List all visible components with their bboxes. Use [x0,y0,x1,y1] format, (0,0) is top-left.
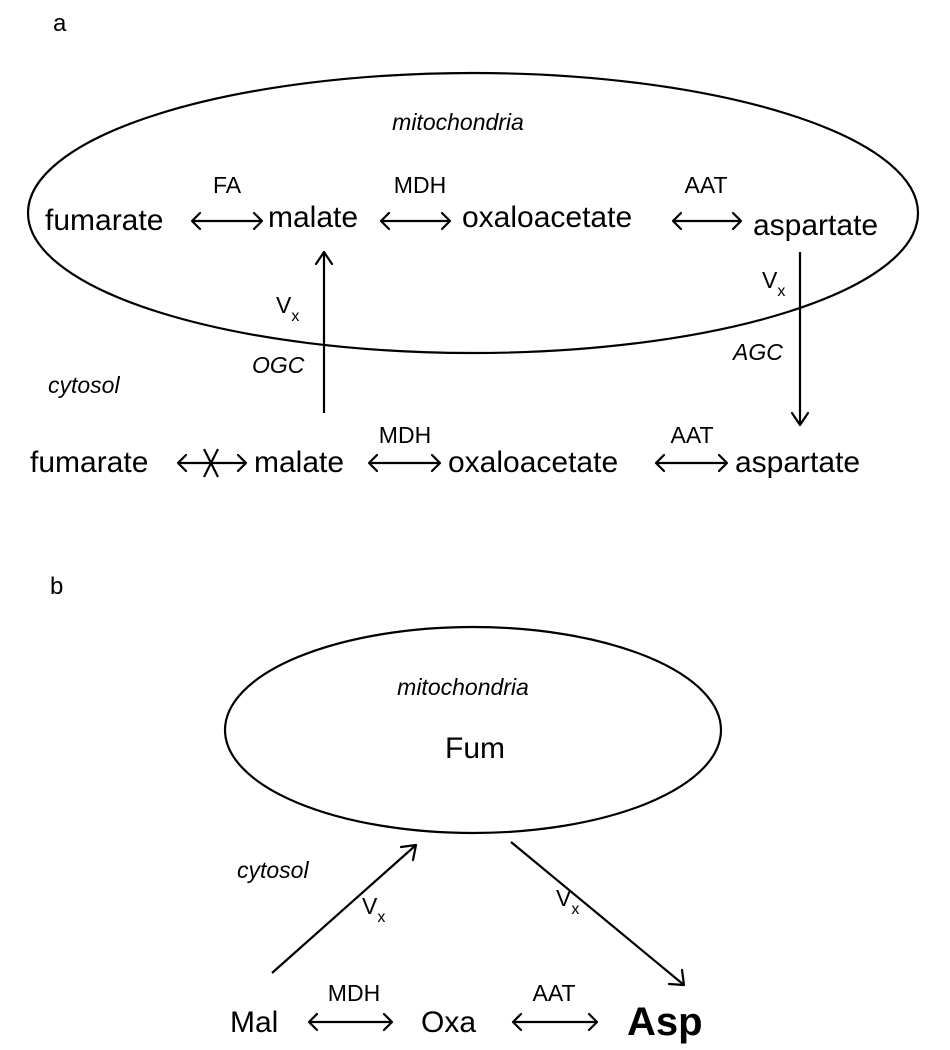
vx-label-b-left: Vx [362,893,385,926]
transporter-ogc: OGC [252,352,305,378]
double-arrow-mdh-b [307,1012,394,1032]
double-arrow-aat-b [511,1012,599,1032]
enzyme-fa: FA [213,172,242,198]
arrow-malate-import [314,250,334,413]
panel-b-label: b [50,573,63,600]
cytosol-label-b: cytosol [237,857,309,883]
blocked-arrow-fumarase-cyto [176,448,248,478]
cyto-aspartate: aspartate [735,446,860,479]
asp-label: Asp [627,1000,703,1044]
mito-aspartate: aspartate [753,209,878,242]
double-arrow-mdh-cyto [367,453,442,473]
enzyme-aat-cyto: AAT [670,422,713,448]
transporter-agc: AGC [731,339,783,365]
enzyme-aat-b: AAT [532,980,575,1006]
double-arrow-aat-cyto [654,453,729,473]
vx-label-left: Vx [276,292,299,325]
mito-oxaloacetate: oxaloacetate [462,201,632,234]
cyto-fumarate: fumarate [30,446,148,479]
arrow-mito-to-asp [510,841,686,987]
fum-label: Fum [445,732,505,765]
panel-a-label: a [53,10,67,37]
enzyme-mdh-cyto: MDH [379,422,431,448]
double-arrow-fa [190,211,264,231]
mito-fumarate: fumarate [45,204,163,237]
cyto-oxaloacetate: oxaloacetate [448,446,618,479]
double-arrow-aat-mito [671,211,743,231]
oxa-label: Oxa [421,1006,476,1039]
double-arrow-mdh-mito [379,211,452,231]
mitochondria-membrane-b [223,625,723,835]
cyto-malate: malate [254,446,344,479]
arrow-aspartate-export [790,252,810,427]
enzyme-mdh-mito: MDH [394,172,446,198]
cytosol-label-a: cytosol [48,372,120,398]
vx-label-right: Vx [762,267,785,300]
vx-label-b-right: Vx [556,885,579,918]
mitochondria-label-a: mitochondria [392,109,524,135]
enzyme-aat-mito: AAT [684,172,727,198]
mal-label: Mal [230,1006,278,1039]
arrow-mal-to-mito [271,843,418,974]
enzyme-mdh-b: MDH [328,980,380,1006]
mitochondria-membrane-a [26,71,920,355]
mitochondria-label-b: mitochondria [397,674,529,700]
mito-malate: malate [268,201,358,234]
